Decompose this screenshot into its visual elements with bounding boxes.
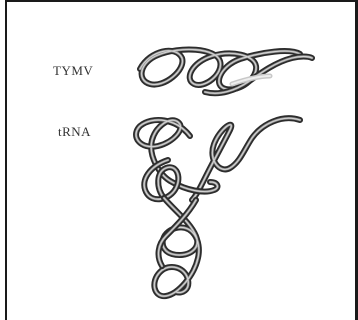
trna-structure bbox=[136, 118, 300, 296]
tymv-backbone-tube bbox=[140, 49, 300, 89]
trna-label: tRNA bbox=[58, 124, 91, 140]
trna-acceptor-arm bbox=[192, 118, 300, 200]
tymv-structure bbox=[140, 49, 312, 93]
tymv-label: TYMV bbox=[53, 63, 93, 79]
